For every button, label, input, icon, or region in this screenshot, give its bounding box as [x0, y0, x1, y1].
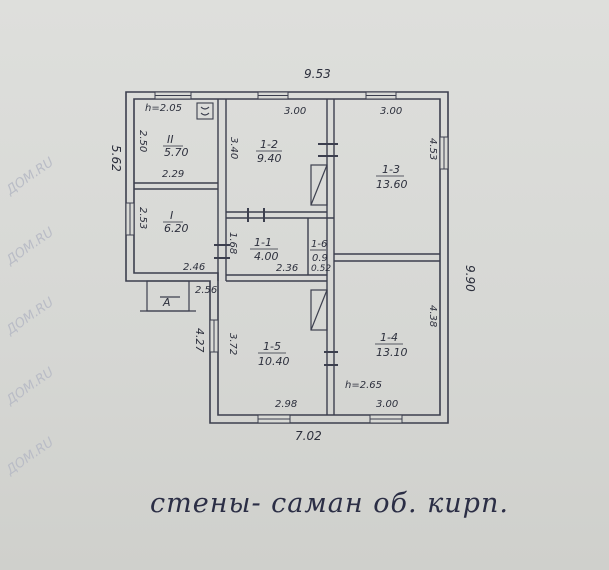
room-area: 13.60	[376, 178, 408, 191]
room-area: 9.40	[257, 152, 282, 165]
dim-label: 3.00	[284, 106, 306, 117]
dim-label: 4.38	[427, 305, 438, 327]
watermark: ДОМ.RU	[3, 295, 57, 339]
room-area: 10.40	[258, 355, 290, 368]
porch-label: А	[162, 296, 171, 309]
height-note: h=2.05	[145, 103, 182, 114]
room-number: 1-3	[382, 163, 400, 176]
dim-label: 3.00	[376, 399, 398, 410]
room-area: 13.10	[376, 346, 408, 359]
stove-icon	[310, 164, 328, 331]
wall-material-caption: стены- саман об. кирп.	[150, 488, 509, 519]
dim-label: 2.50	[137, 130, 148, 152]
dim-label: 2.29	[162, 169, 184, 180]
watermark: ДОМ.RU	[3, 155, 57, 199]
dim-label: 2.56	[195, 285, 217, 296]
dim-label: 1.68	[227, 232, 238, 254]
room-area: 5.70	[164, 146, 189, 159]
dim-label: 3.40	[228, 137, 239, 159]
room-number: 1-1	[254, 236, 272, 249]
dim-label: 2.46	[183, 262, 205, 273]
room-number: 1-5	[263, 340, 281, 353]
height-note: h=2.65	[345, 380, 382, 391]
room-number: 1-4	[380, 331, 398, 344]
door-marks	[214, 143, 338, 366]
room-area: 6.20	[164, 222, 189, 235]
dim-bottom-width: 7.02	[295, 429, 322, 443]
watermarks: ДОМ.RU ДОМ.RU ДОМ.RU ДОМ.RU ДОМ.RU	[3, 155, 57, 479]
dim-overall-depth: 9.90	[463, 265, 477, 292]
room-area: 4.00	[254, 250, 279, 263]
porch	[140, 280, 196, 312]
dim-label: 0.52	[311, 264, 331, 274]
dim-label: 2.98	[275, 399, 297, 410]
room-area: 0.9	[312, 253, 328, 264]
watermark: ДОМ.RU	[3, 365, 57, 409]
dim-left-height: 5.62	[109, 145, 123, 172]
dim-label: 4.53	[427, 138, 438, 160]
watermark: ДОМ.RU	[3, 435, 57, 479]
boiler-icon	[196, 102, 214, 120]
watermark: ДОМ.RU	[3, 225, 57, 269]
room-number: II	[167, 133, 174, 146]
interior-dimensions: h=2.05 3.00 3.00 2.50 2.29 2.53 2.46 2.5…	[137, 103, 438, 410]
dim-label: 3.72	[227, 333, 238, 355]
overall-dimensions: 9.53 9.90 7.02 5.62 4.27	[109, 67, 477, 443]
dim-overall-width: 9.53	[304, 67, 331, 81]
dim-left-lower: 4.27	[193, 328, 206, 353]
room-number: 1-2	[260, 138, 278, 151]
dim-label: 2.36	[276, 263, 298, 274]
room-number: 1-6	[311, 239, 327, 250]
windows	[125, 91, 449, 424]
room-labels: II 5.70 I 6.20 1-2 9.40 1-3 13.60 1-1 4.…	[163, 133, 408, 368]
dim-label: 2.53	[137, 207, 148, 229]
room-number: I	[170, 209, 173, 222]
dim-label: 3.00	[380, 106, 402, 117]
outer-walls	[125, 91, 449, 424]
